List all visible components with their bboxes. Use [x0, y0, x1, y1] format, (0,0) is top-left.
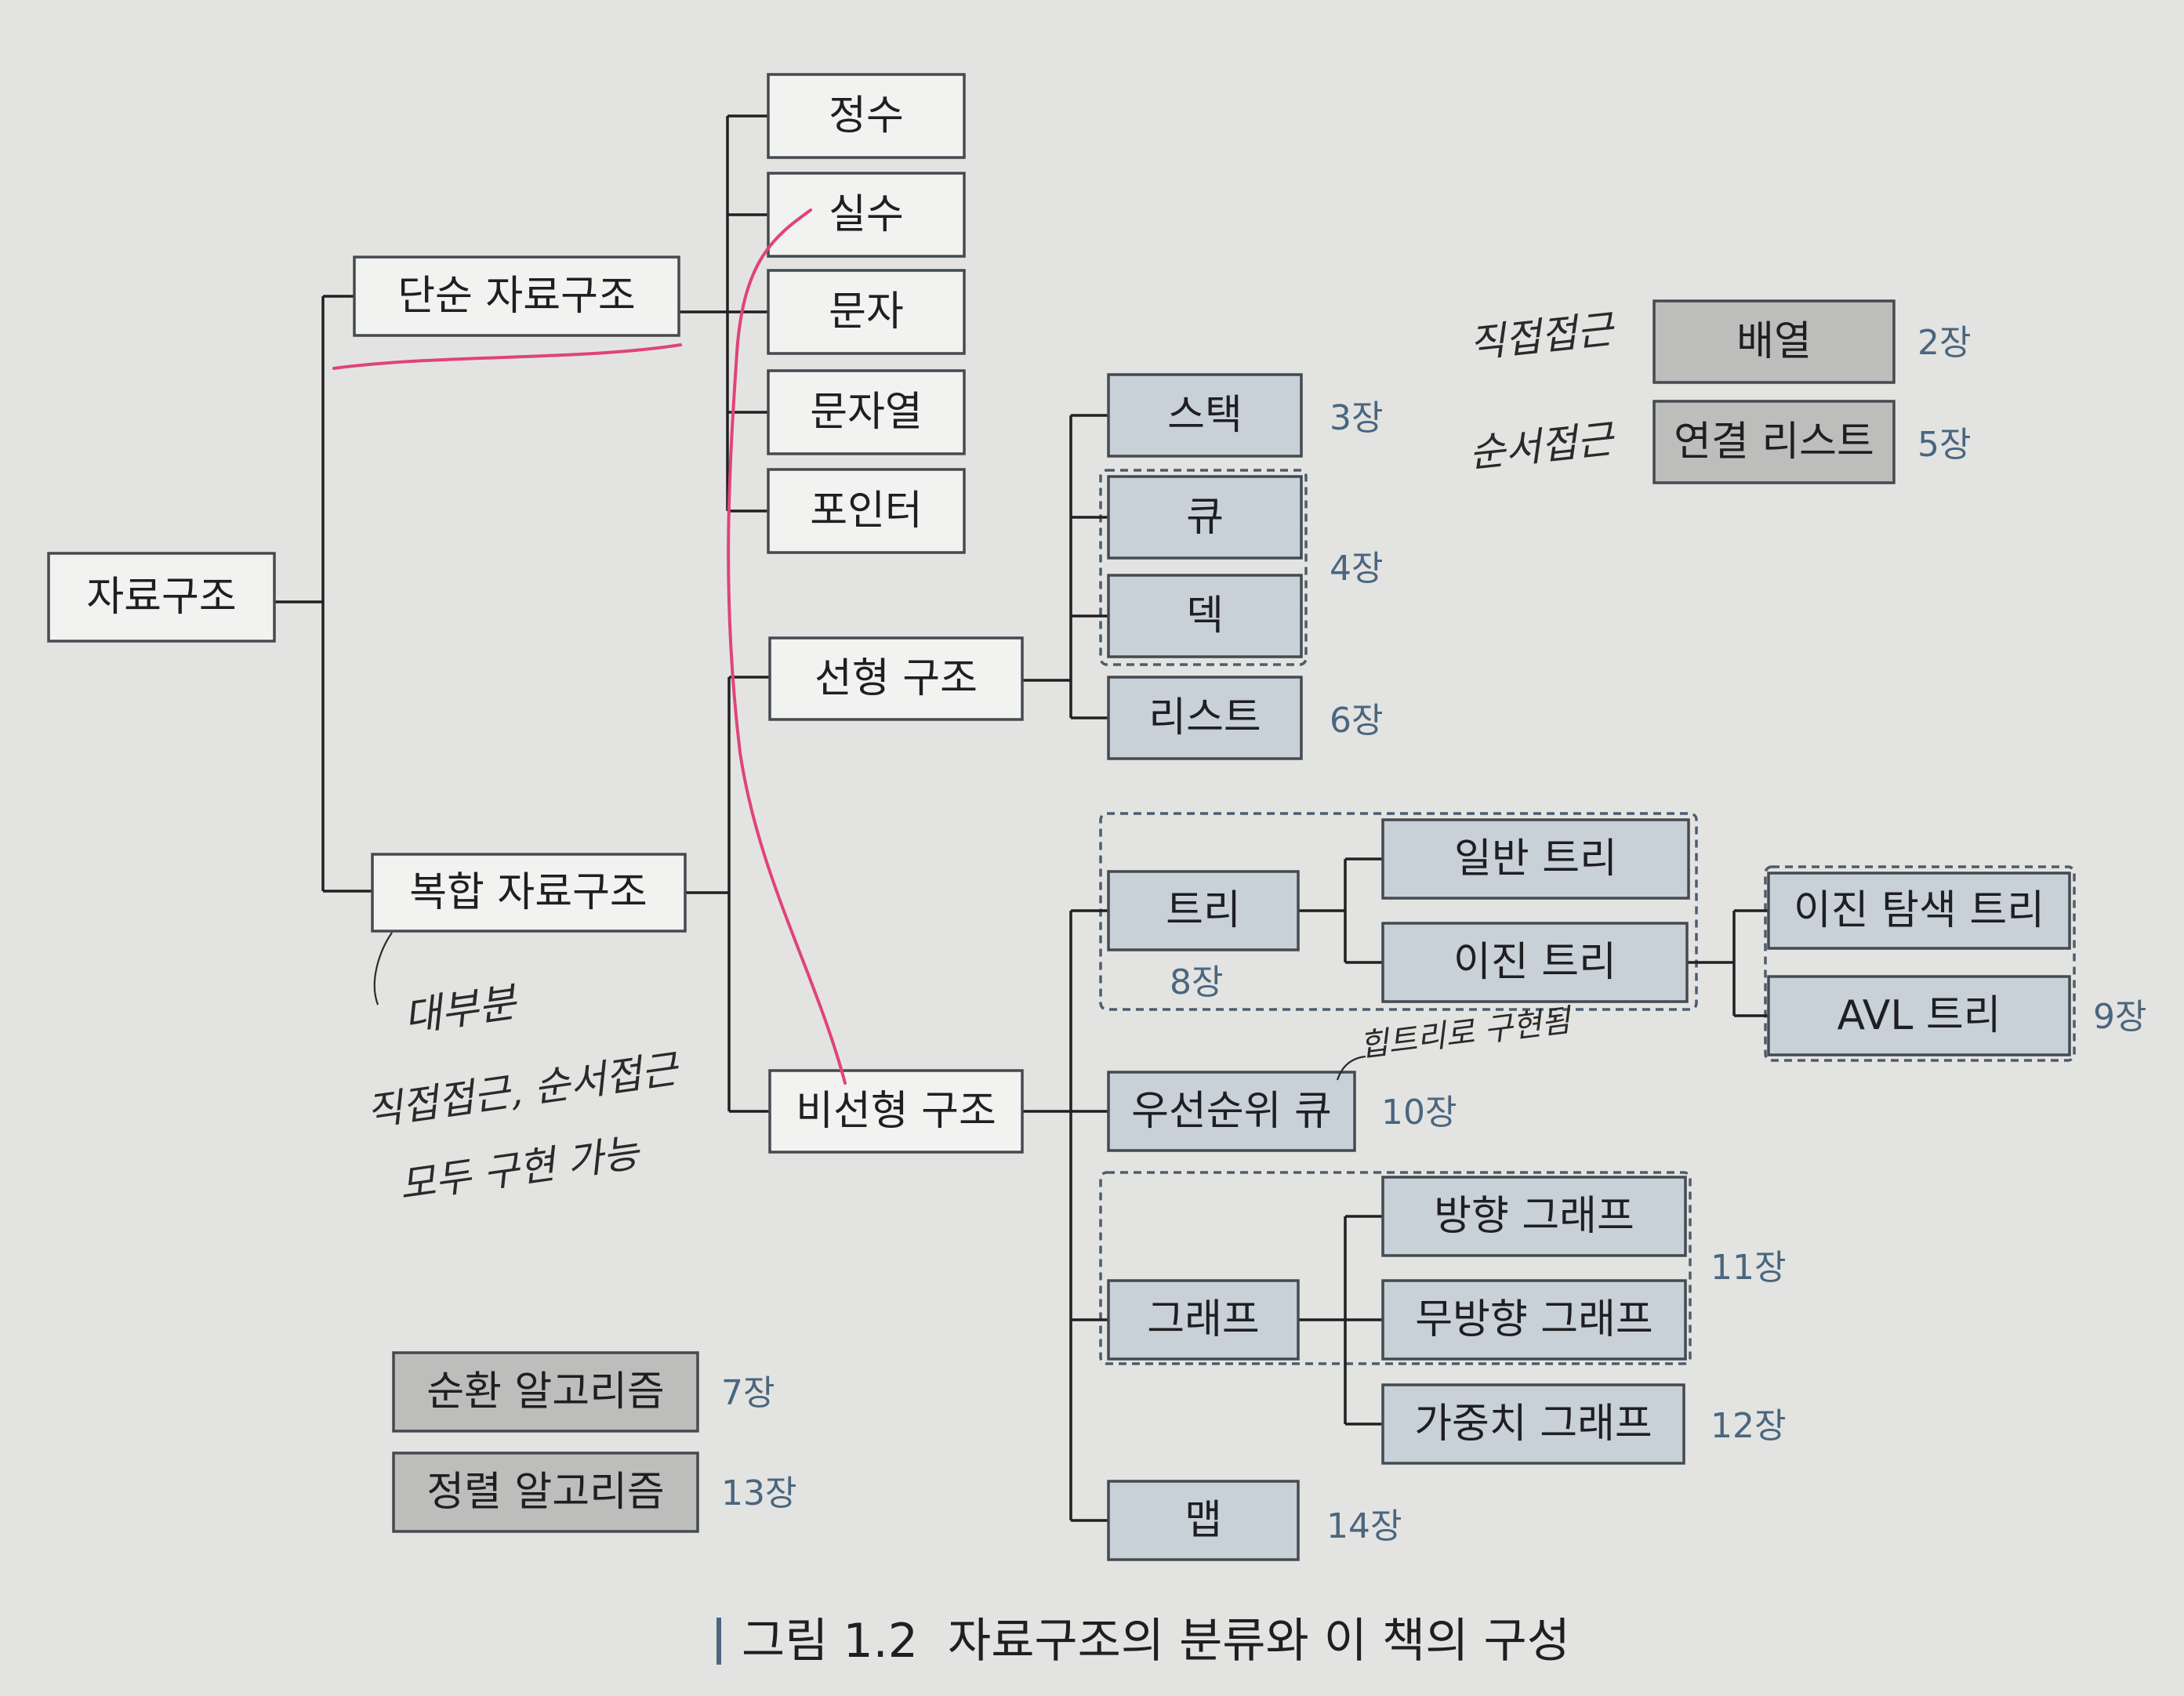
node-nonlinear-structure: 비선형 구조 — [768, 1069, 1024, 1154]
node-integer: 정수 — [767, 73, 966, 159]
svg-text:문자열: 문자열 — [810, 389, 923, 436]
node-list: 리스트 — [1107, 676, 1303, 760]
svg-text:이진 탐색 트리: 이진 탐색 트리 — [1794, 887, 2044, 934]
pink-curve-stroke — [727, 208, 847, 1085]
svg-text:일반 트리: 일반 트리 — [1454, 835, 1617, 882]
svg-text:AVL 트리: AVL 트리 — [1838, 992, 2001, 1039]
svg-text:그래프: 그래프 — [1147, 1296, 1260, 1343]
svg-text:순환 알고리즘: 순환 알고리즘 — [426, 1368, 665, 1415]
node-directed-graph: 방향 그래프 — [1381, 1176, 1687, 1257]
chapter-stack: 3장 — [1330, 398, 1383, 438]
node-char: 문자 — [767, 269, 966, 355]
node-binary-search-tree: 이진 탐색 트리 — [1767, 872, 2071, 950]
chapter-priority-queue: 10장 — [1381, 1093, 1457, 1132]
svg-text:포인터: 포인터 — [810, 487, 923, 535]
node-general-tree: 일반 트리 — [1381, 818, 1690, 900]
svg-text:가중치 그래프: 가중치 그래프 — [1414, 1401, 1653, 1448]
note-direct-access: 직접접근 — [1467, 306, 1617, 367]
chapter-labels: 3장 4장 6장 8장 9장 10장 11장 12장 14장 2장 5장 7장 … — [721, 323, 2146, 1546]
node-compound-structure: 복합 자료구조 — [371, 853, 687, 933]
chapter-tree: 8장 — [1170, 962, 1223, 1002]
svg-text:우선순위 큐: 우선순위 큐 — [1131, 1088, 1332, 1135]
note-mostly: 대부분 — [401, 979, 521, 1042]
bst-avl-group — [1764, 865, 2076, 1062]
note-sequential-access: 순서접근 — [1467, 416, 1617, 477]
svg-text:연결 리스트: 연결 리스트 — [1674, 419, 1874, 466]
svg-text:문자: 문자 — [829, 288, 904, 335]
queue-deque-group — [1099, 469, 1308, 666]
connector-lines — [274, 114, 1769, 1522]
node-sorting-algorithm: 정렬 알고리즘 — [392, 1451, 699, 1533]
node-array: 배열 — [1653, 299, 1896, 384]
svg-text:스택: 스택 — [1167, 392, 1243, 439]
node-simple-structure: 단순 자료구조 — [353, 255, 680, 337]
svg-text:큐: 큐 — [1186, 494, 1224, 541]
node-linked-list: 연결 리스트 — [1653, 400, 1896, 484]
chapter-recursion: 7장 — [721, 1373, 775, 1413]
node-tree: 트리 — [1107, 870, 1300, 951]
node-recursion-algorithm: 순환 알고리즘 — [392, 1351, 699, 1433]
chapter-queue-deque: 4장 — [1330, 549, 1383, 589]
node-pointer: 포인터 — [767, 468, 966, 554]
chapter-array: 2장 — [1917, 323, 1971, 363]
node-binary-tree: 이진 트리 — [1381, 922, 1689, 1003]
chapter-sorting: 13장 — [721, 1473, 796, 1513]
svg-text:방향 그래프: 방향 그래프 — [1434, 1193, 1634, 1240]
chapter-directed-undirected: 11장 — [1711, 1248, 1786, 1288]
node-priority-queue: 우선순위 큐 — [1107, 1071, 1356, 1152]
chapter-map: 14장 — [1326, 1506, 1402, 1546]
note-heap-stroke — [1336, 1055, 1366, 1081]
node-graph: 그래프 — [1107, 1279, 1300, 1361]
svg-text:이진 트리: 이진 트리 — [1453, 939, 1616, 986]
caption-bar — [717, 1618, 721, 1665]
svg-text:자료구조: 자료구조 — [86, 574, 236, 621]
node-string: 문자열 — [767, 369, 966, 455]
svg-text:비선형 구조: 비선형 구조 — [796, 1088, 996, 1135]
chapter-list: 6장 — [1330, 701, 1383, 741]
svg-text:실수: 실수 — [829, 191, 904, 238]
figure-caption: 그림 1.2 자료구조의 분류와 이 책의 구성 — [717, 1614, 1570, 1669]
node-linear-structure: 선형 구조 — [768, 636, 1024, 721]
svg-text:단순 자료구조: 단순 자료구조 — [397, 273, 636, 320]
chapter-weighted: 12장 — [1711, 1406, 1786, 1446]
svg-text:트리: 트리 — [1166, 887, 1241, 934]
svg-text:덱: 덱 — [1186, 593, 1224, 640]
svg-text:배열: 배열 — [1736, 318, 1812, 365]
node-avl-tree: AVL 트리 — [1767, 975, 2071, 1056]
svg-text:복합 자료구조: 복합 자료구조 — [409, 869, 648, 916]
svg-text:정렬 알고리즘: 정렬 알고리즘 — [426, 1469, 665, 1516]
node-root: 자료구조 — [47, 552, 276, 643]
svg-text:리스트: 리스트 — [1148, 694, 1261, 741]
note-heap-tree: 힙트리로 구현됨 — [1358, 1002, 1575, 1064]
node-undirected-graph: 무방향 그래프 — [1381, 1279, 1687, 1361]
node-queue: 큐 — [1107, 475, 1303, 560]
pink-underline-stroke — [332, 343, 682, 370]
node-real: 실수 — [767, 172, 966, 258]
chapter-bst-avl: 9장 — [2093, 997, 2146, 1037]
svg-text:맵: 맵 — [1185, 1497, 1222, 1544]
caption-text: 그림 1.2 자료구조의 분류와 이 책의 구성 — [742, 1614, 1570, 1669]
note-both-access-line2: 모두 구현 가능 — [397, 1129, 644, 1209]
note-pointer-stroke — [373, 932, 393, 1006]
node-map: 맵 — [1107, 1480, 1300, 1561]
svg-text:선형 구조: 선형 구조 — [814, 655, 978, 702]
node-weighted-graph: 가중치 그래프 — [1381, 1383, 1685, 1465]
node-deque: 덱 — [1107, 574, 1303, 658]
node-stack: 스택 — [1107, 373, 1303, 458]
note-both-access-line1: 직접접근, 순서접근 — [364, 1046, 683, 1134]
svg-text:정수: 정수 — [829, 92, 904, 140]
chapter-linked-list: 5장 — [1917, 425, 1971, 465]
svg-text:무방향 그래프: 무방향 그래프 — [1415, 1296, 1653, 1343]
